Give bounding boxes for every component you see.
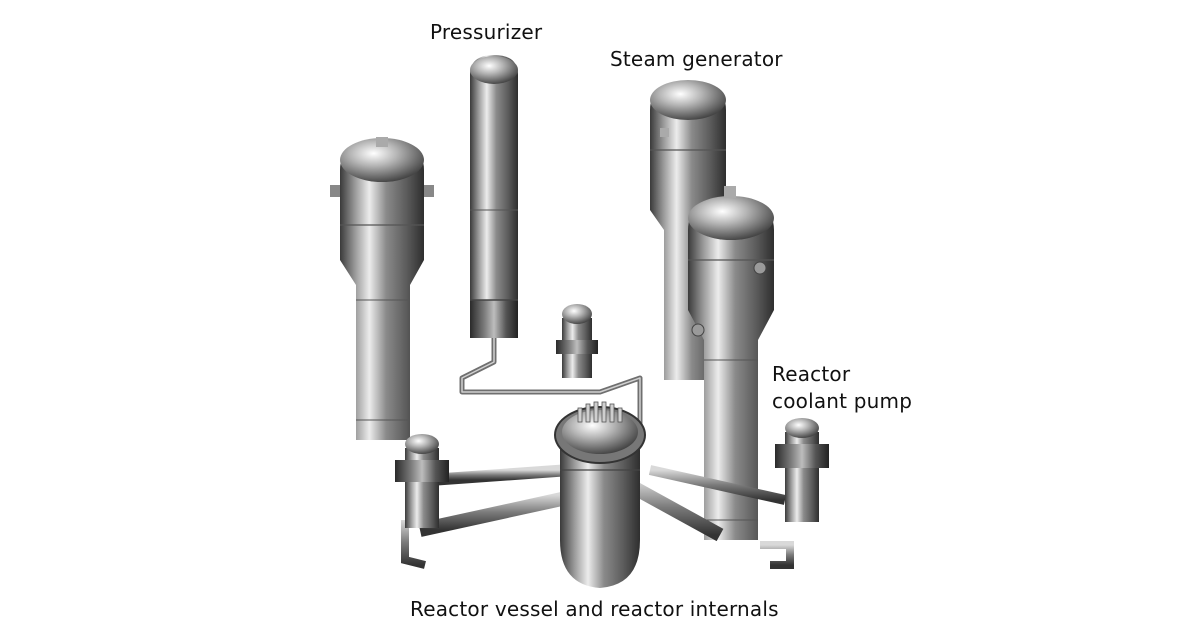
reactor-coolant-pump-label: Reactor coolant pump: [772, 361, 912, 415]
reactor-vessel: [554, 401, 646, 588]
pressurizer: [459, 55, 643, 425]
control-rod-drive-mechanisms: [577, 401, 623, 423]
reactor-coolant-pump-right: [775, 418, 829, 522]
steam-generator-left: [330, 137, 434, 440]
reactor-coolant-pump-back: [556, 304, 598, 378]
steam-generator-front: [688, 186, 774, 540]
reactor-coolant-pump-label-line2: coolant pump: [772, 389, 913, 413]
reactor-vessel-label: Reactor vessel and reactor internals: [410, 597, 779, 621]
pressurizer-label: Pressurizer: [430, 20, 543, 44]
reactor-coolant-pump-label-line1: Reactor: [772, 362, 851, 386]
reactor-coolant-pump-left: [395, 434, 449, 528]
steam-generator-label: Steam generator: [610, 47, 783, 71]
